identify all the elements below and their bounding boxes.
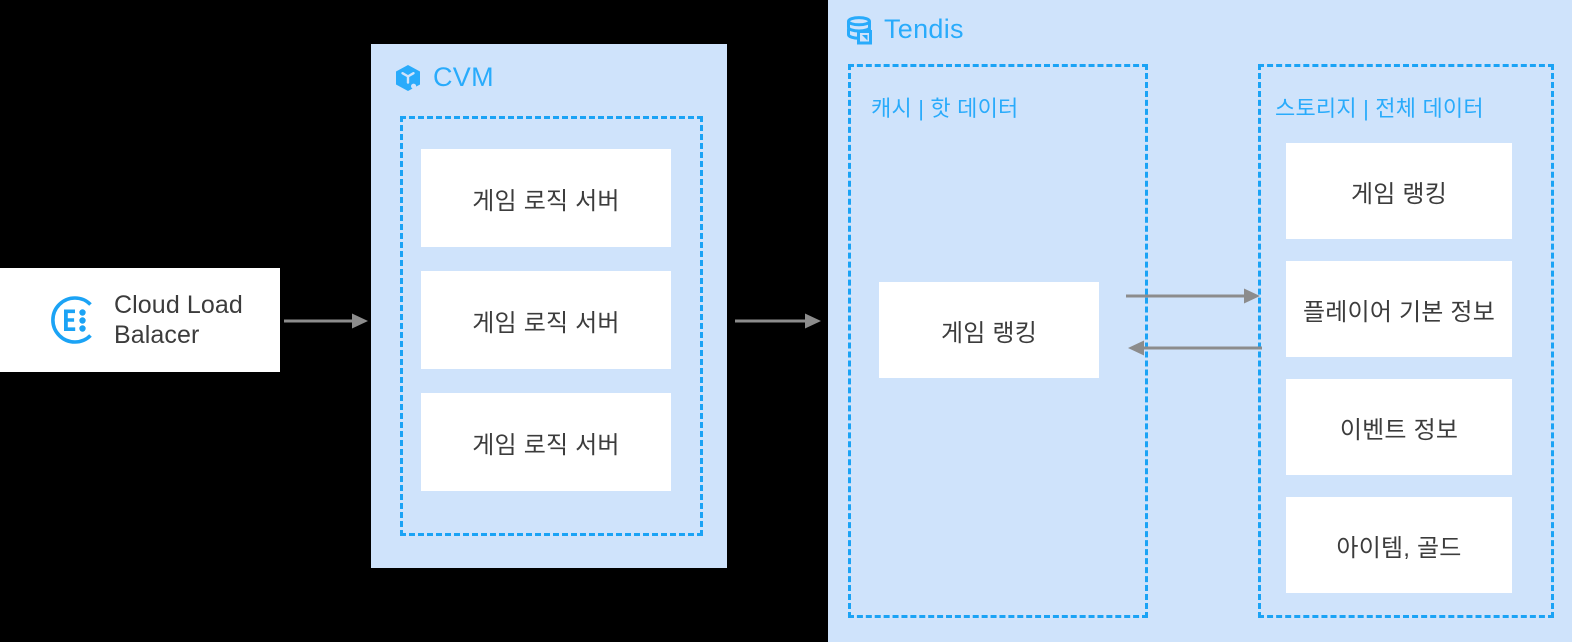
arrow-storage-to-cache — [1128, 340, 1262, 356]
cvm-cube-icon — [393, 63, 423, 93]
cvm-server-label: 게임 로직 서버 — [472, 431, 620, 459]
arrow-cache-to-storage — [1126, 288, 1260, 304]
cache-group-title: 캐시 | 핫 데이터 — [871, 96, 1019, 121]
cache-dashed-group: 캐시 | 핫 데이터 게임 랭킹 — [848, 64, 1148, 618]
cloud-load-balancer-box: Cloud Load Balacer — [0, 268, 280, 372]
cvm-dashed-group — [400, 116, 703, 536]
cvm-server-label: 게임 로직 서버 — [472, 309, 620, 337]
cvm-title: CVM — [433, 62, 494, 92]
storage-item-box: 아이템, 골드 — [1286, 497, 1512, 593]
storage-item-label: 게임 랭킹 — [1351, 180, 1447, 208]
storage-item-label: 플레이어 기본 정보 — [1303, 298, 1495, 326]
tendis-database-icon — [844, 15, 874, 45]
cvm-header: CVM — [393, 62, 494, 93]
cvm-server-box: 게임 로직 서버 — [421, 271, 671, 369]
storage-item-box: 이벤트 정보 — [1286, 379, 1512, 475]
storage-item-box: 게임 랭킹 — [1286, 143, 1512, 239]
cvm-server-label: 게임 로직 서버 — [472, 187, 620, 215]
cvm-server-box: 게임 로직 서버 — [421, 393, 671, 491]
cvm-server-box: 게임 로직 서버 — [421, 149, 671, 247]
cache-item-label: 게임 랭킹 — [941, 319, 1037, 347]
storage-item-box: 플레이어 기본 정보 — [1286, 261, 1512, 357]
cache-storage-arrows — [1126, 285, 1262, 361]
cvm-server-list: 게임 로직 서버 게임 로직 서버 게임 로직 서버 — [421, 149, 671, 491]
tendis-title: Tendis — [884, 14, 964, 44]
cvm-panel: CVM 게임 로직 서버 게임 로직 서버 게임 로직 서버 — [371, 44, 727, 568]
arrow-cvm-to-tendis — [735, 310, 821, 332]
cache-item-box: 게임 랭킹 — [879, 282, 1099, 378]
storage-dashed-group: 스토리지 | 전체 데이터 게임 랭킹 플레이어 기본 정보 이벤트 정보 아이… — [1258, 64, 1554, 618]
tendis-panel: Tendis 캐시 | 핫 데이터 게임 랭킹 스토리지 | 전체 데이터 게임… — [828, 0, 1572, 642]
arrow-clb-to-cvm — [284, 310, 368, 332]
cloud-load-balancer-label: Cloud Load Balacer — [114, 290, 243, 350]
storage-item-label: 아이템, 골드 — [1336, 534, 1462, 562]
tendis-header: Tendis — [844, 14, 964, 45]
cloud-load-balancer-icon — [44, 291, 102, 349]
storage-item-list: 게임 랭킹 플레이어 기본 정보 이벤트 정보 아이템, 골드 — [1286, 143, 1512, 593]
storage-item-label: 이벤트 정보 — [1339, 416, 1459, 444]
storage-group-title: 스토리지 | 전체 데이터 — [1275, 96, 1484, 121]
